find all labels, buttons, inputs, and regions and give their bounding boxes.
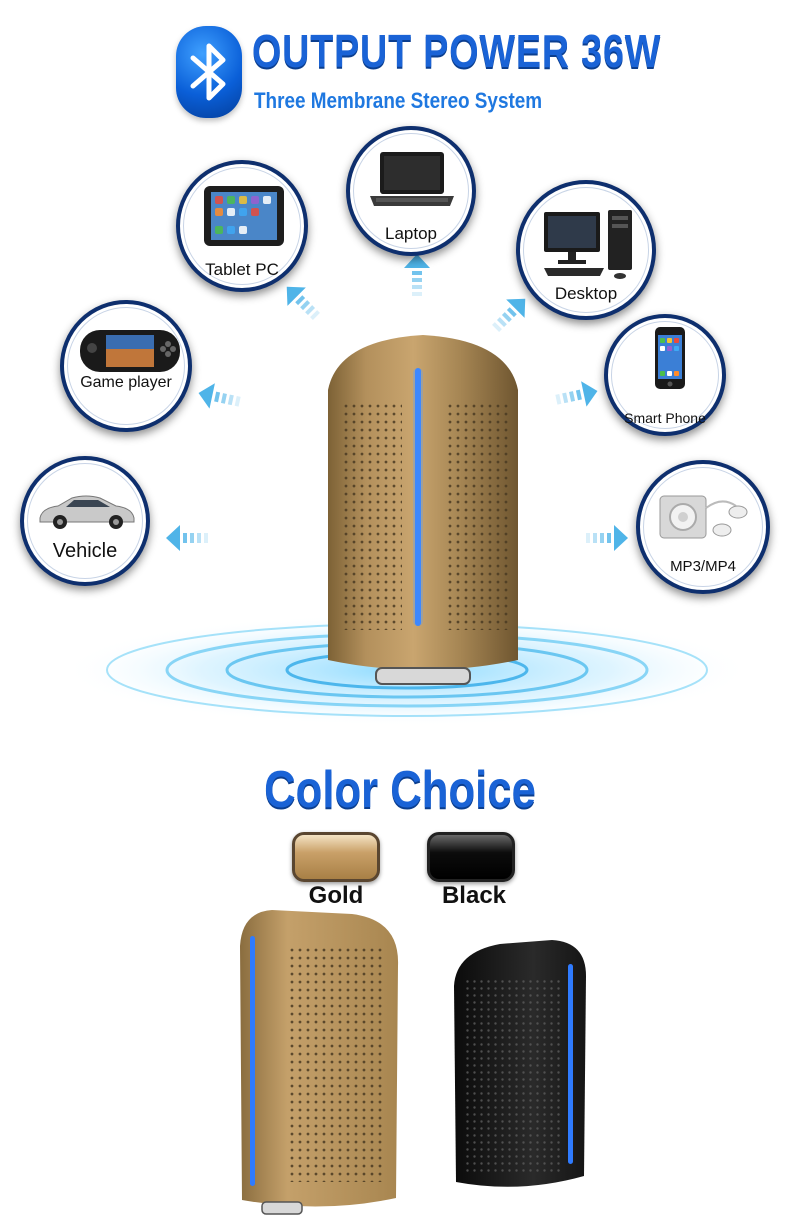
- page-title: OUTPUT POWER 36W: [252, 25, 662, 77]
- arrow-to-tablet: [286, 286, 320, 320]
- device-bubble-tablet: Tablet PC: [176, 160, 308, 292]
- tablet-icon: [204, 186, 284, 246]
- device-label-vehicle: Vehicle: [52, 540, 118, 562]
- mp3-player-icon: [659, 495, 748, 539]
- device-bubble-desktop: Desktop: [516, 180, 656, 320]
- device-bubble-vehicle: Vehicle: [20, 456, 150, 586]
- device-label-laptop: Laptop: [385, 224, 437, 243]
- color-swatch-black[interactable]: [427, 832, 515, 882]
- bluetooth-badge: [176, 26, 242, 118]
- device-bubble-game-player: Game player: [60, 300, 192, 432]
- device-label-smart-phone: Smart Phone: [624, 410, 706, 426]
- arrow-to-laptop: [404, 254, 430, 296]
- arrow-to-desktop: [492, 298, 526, 332]
- arrow-to-game-player: [198, 383, 241, 409]
- color-label-gold: Gold: [308, 882, 364, 909]
- device-label-desktop: Desktop: [554, 284, 618, 303]
- device-bubble-laptop: Laptop: [346, 126, 476, 256]
- smartphone-icon: [655, 327, 685, 389]
- color-swatch-gold[interactable]: [292, 832, 380, 882]
- device-label-mp3: MP3/MP4: [670, 558, 736, 575]
- device-bubble-smart-phone: Smart Phone: [604, 314, 726, 436]
- laptop-icon: [370, 152, 454, 206]
- car-icon: [39, 495, 135, 529]
- device-label-tablet: Tablet PC: [205, 260, 279, 279]
- page-subtitle: Three Membrane Stereo System: [254, 88, 543, 113]
- color-label-black: Black: [441, 882, 507, 909]
- arrow-to-mp3-player: [586, 525, 628, 551]
- handheld-game-console-icon: [80, 330, 180, 372]
- arrow-to-vehicle: [166, 525, 208, 551]
- desktop-computer-icon: [544, 210, 632, 279]
- speaker-black-variant: [454, 940, 586, 1187]
- color-choice-title: Color Choice: [264, 761, 536, 819]
- bluetooth-icon: [190, 43, 226, 101]
- device-label-game-player: Game player: [80, 374, 172, 391]
- speaker-gold-main: [328, 335, 518, 685]
- speaker-gold-variant: [240, 910, 399, 1215]
- device-bubble-mp3: MP3/MP4: [636, 460, 770, 594]
- arrow-to-smart-phone: [555, 381, 598, 407]
